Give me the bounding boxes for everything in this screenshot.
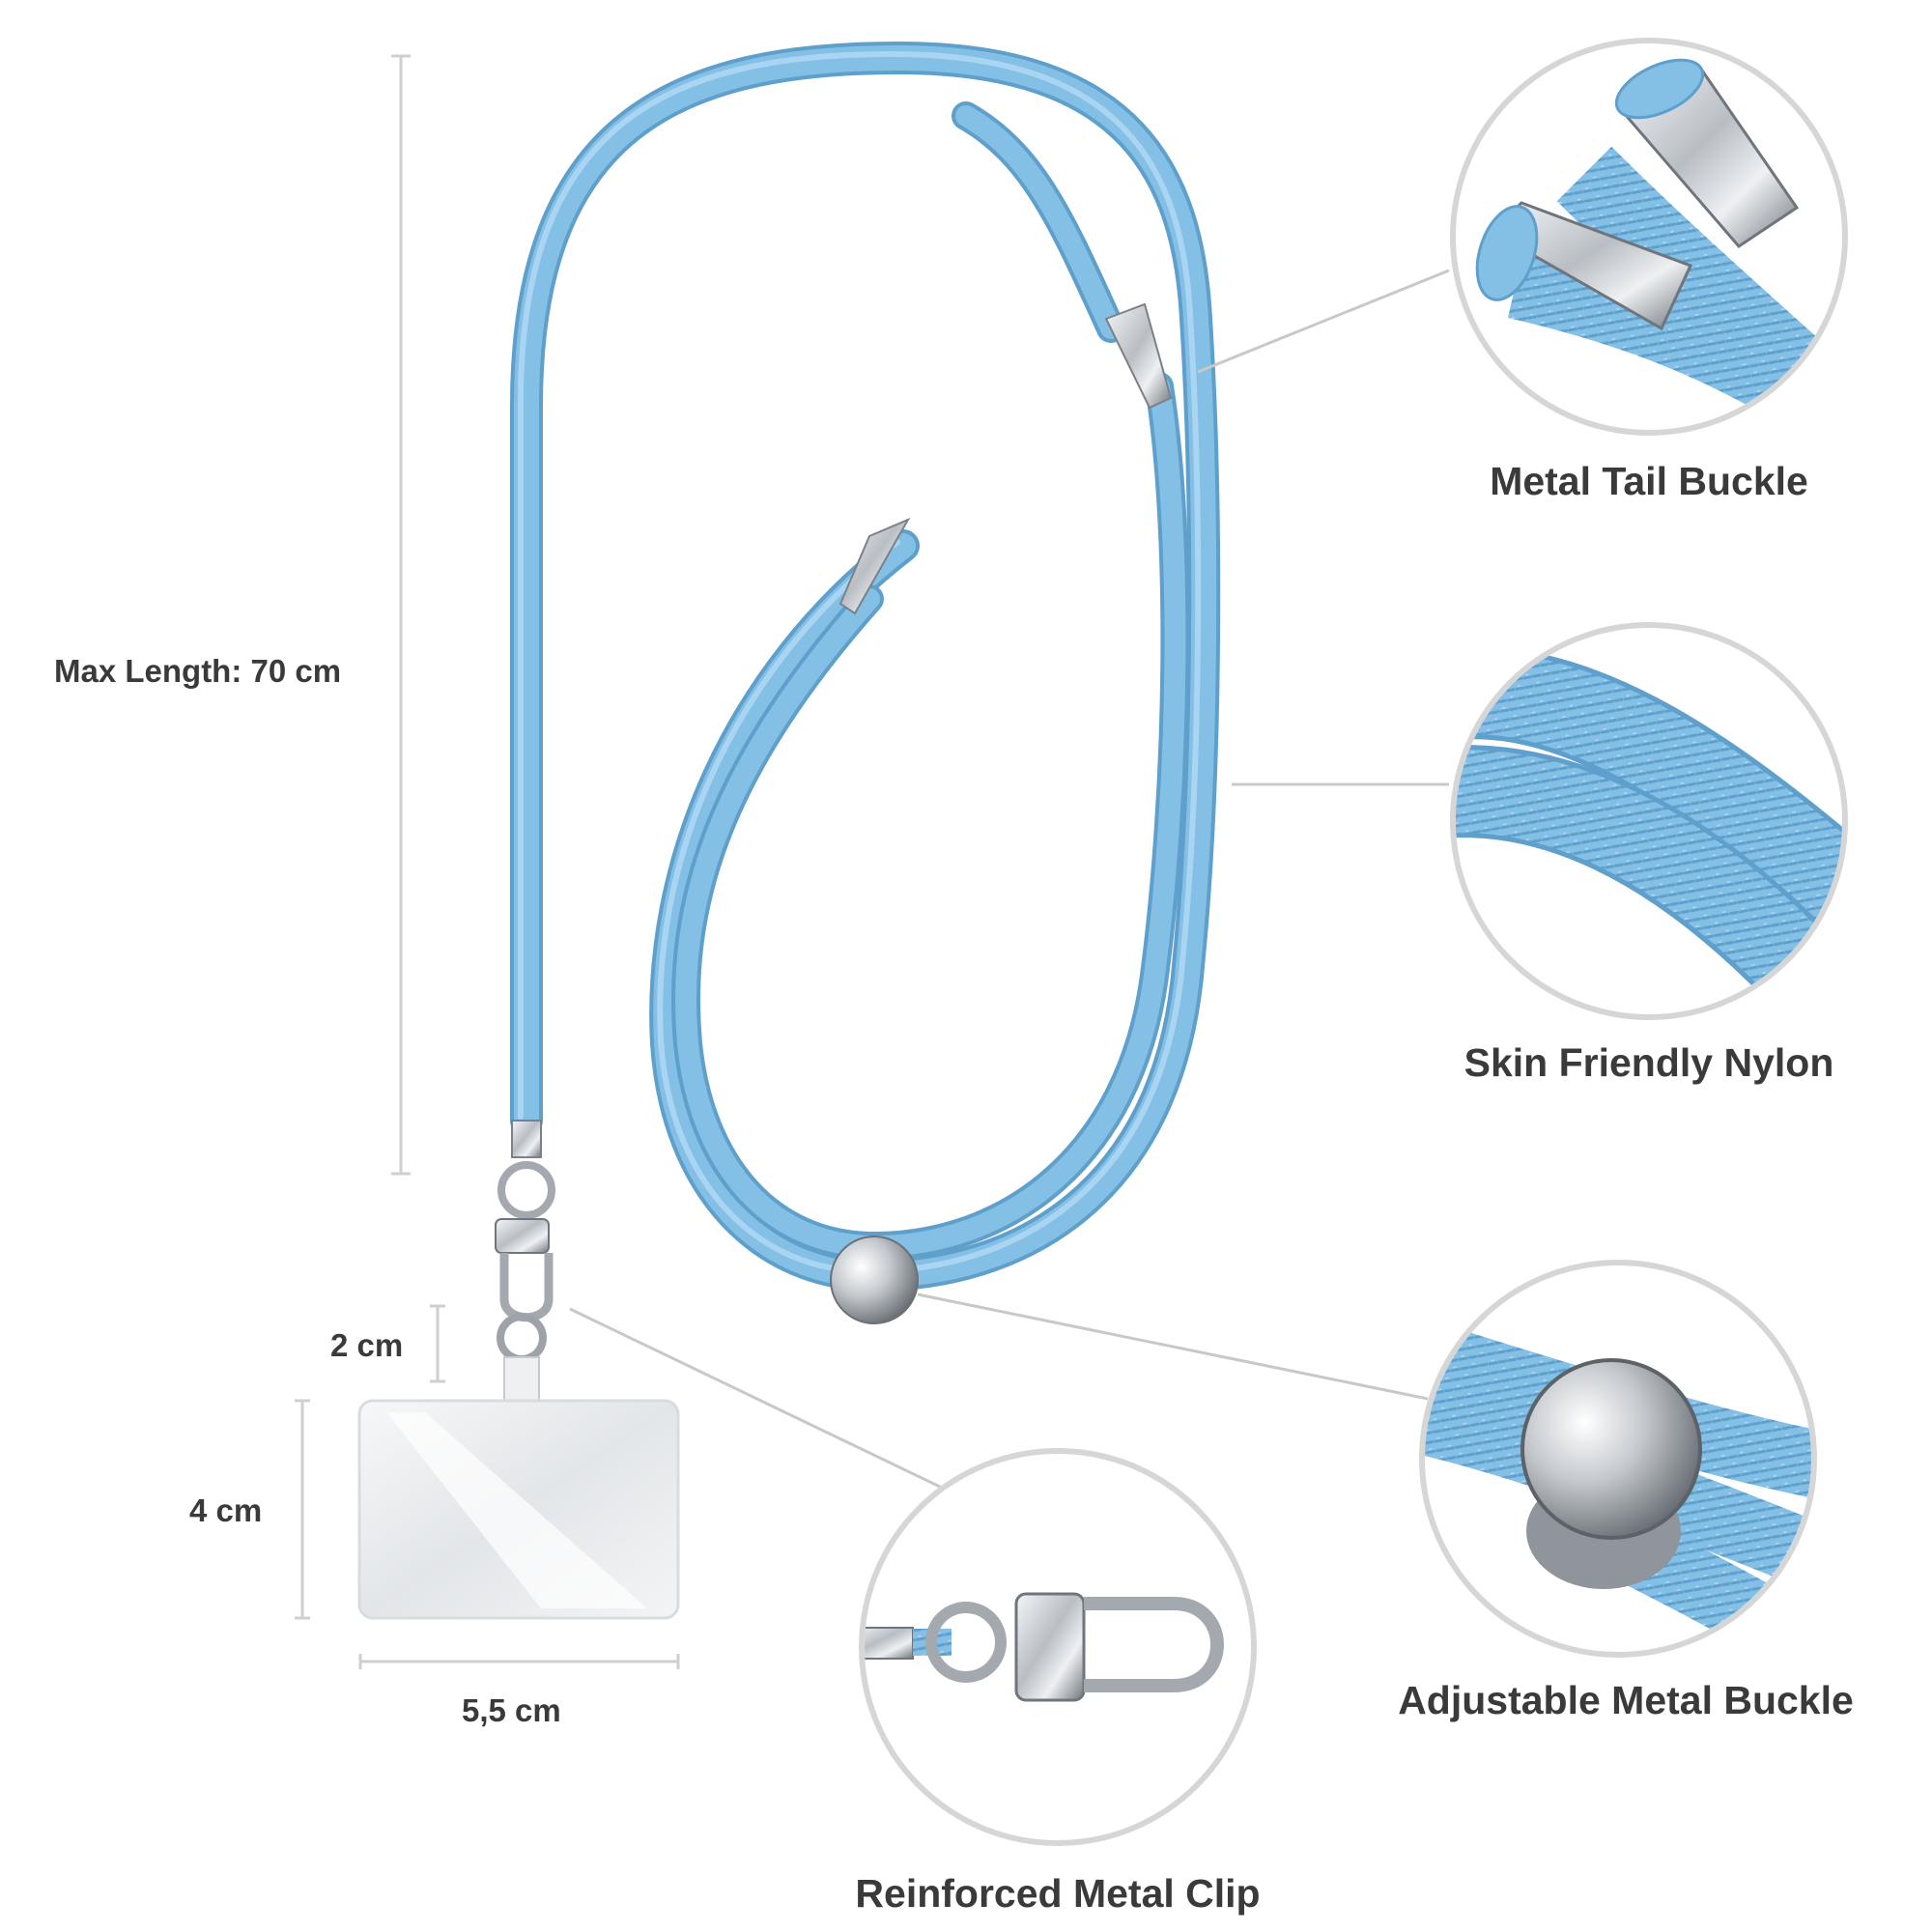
max-length-label: Max Length: 70 cm	[54, 653, 342, 689]
length-guide	[391, 54, 411, 1176]
tail-buckle-lower	[838, 517, 911, 615]
lanyard-cord	[510, 41, 1221, 1293]
tab-length-label: 2 cm	[330, 1327, 404, 1363]
feature-label-clip: Reinforced Metal Clip	[855, 1871, 1261, 1916]
phone-patch	[357, 1399, 680, 1620]
detail-circle-tail-buckle	[1450, 38, 1848, 436]
patch-width-label: 5,5 cm	[462, 1692, 561, 1728]
detail-circle-clip	[859, 1448, 1257, 1846]
detail-circle-nylon	[1450, 622, 1848, 1020]
feature-label-nylon: Skin Friendly Nylon	[1463, 1040, 1834, 1085]
feature-label-tail-buckle: Metal Tail Buckle	[1490, 459, 1808, 503]
detail-circle-adjustable-buckle	[1419, 1260, 1817, 1658]
patch-dimension-guides	[295, 1304, 680, 1669]
patch-height-label: 4 cm	[189, 1492, 263, 1528]
adjustable-buckle-knob	[830, 1236, 919, 1324]
leader-lines	[569, 269, 1450, 1490]
feature-label-adjustable-buckle: Adjustable Metal Buckle	[1398, 1678, 1854, 1722]
tail-buckle-upper	[1104, 302, 1173, 410]
clip-hardware	[495, 1120, 555, 1406]
